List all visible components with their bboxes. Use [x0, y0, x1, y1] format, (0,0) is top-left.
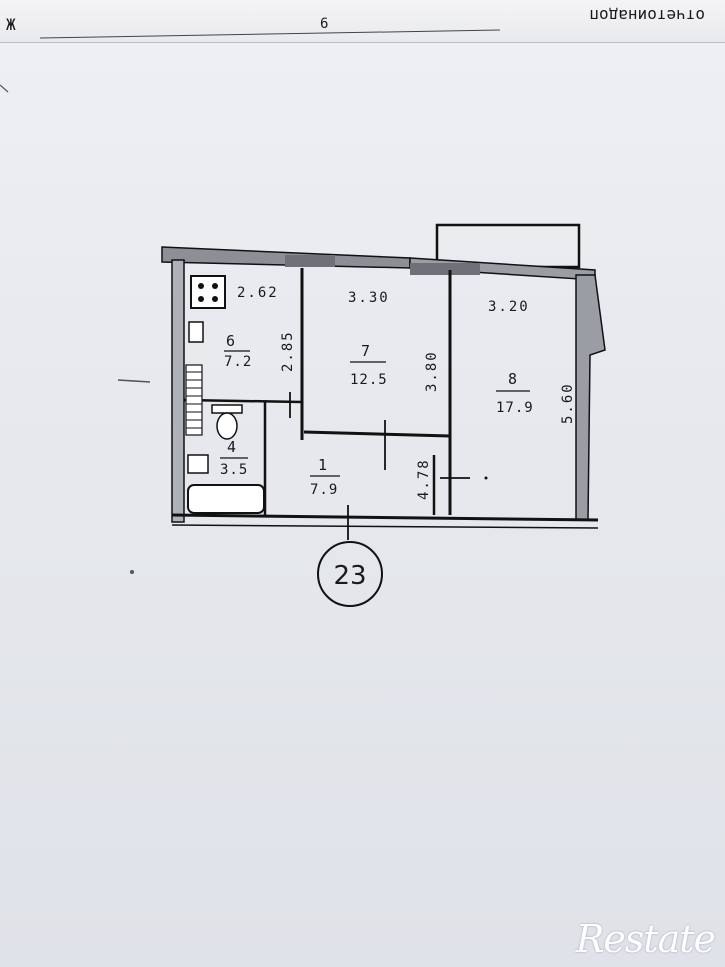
plan-number: 23 — [333, 561, 366, 591]
stove-burner — [198, 283, 204, 289]
room-4-area: 3.5 — [220, 462, 248, 478]
sink-icon — [188, 321, 204, 343]
room-4-number: 4 — [227, 438, 236, 456]
margin-mark — [117, 379, 151, 383]
room-7-number: 7 — [361, 342, 370, 360]
wall-room7-hall — [303, 430, 451, 438]
header-strip — [0, 0, 725, 43]
stove-burner — [198, 296, 204, 302]
room-8-width: 3.20 — [488, 299, 530, 315]
header-right-text: отчетоинадоп — [589, 6, 705, 25]
header-center-mark: 6 — [320, 16, 328, 32]
plan-number-circle — [317, 541, 383, 607]
room-7-width: 3.30 — [348, 290, 390, 306]
header-left-mark: Ж — [6, 15, 16, 34]
room-1-dim: 4.78 — [416, 458, 432, 500]
room-8-depth: 5.60 — [560, 382, 576, 424]
stove-burner — [212, 283, 218, 289]
wall-kitchen-bath — [183, 398, 303, 404]
bathtub-icon — [187, 484, 265, 514]
margin-mark — [0, 84, 9, 93]
header-rule — [39, 29, 501, 39]
radiator-icon — [185, 364, 203, 436]
room-6-width: 2.62 — [237, 285, 279, 301]
room-6-depth: 2.85 — [280, 330, 296, 372]
room-6-number: 6 — [226, 332, 235, 350]
room-1-number: 1 — [318, 456, 327, 474]
toilet-icon — [211, 404, 243, 440]
bottom-wall-inner — [171, 524, 599, 529]
room-8-number: 8 — [508, 370, 517, 388]
stove-burner — [212, 296, 218, 302]
room-7-depth: 3.80 — [424, 350, 440, 392]
washbasin-icon — [187, 454, 209, 474]
room-1-area: 7.9 — [310, 482, 338, 498]
watermark-logo: Restate — [575, 917, 716, 961]
margin-dot — [130, 570, 134, 574]
wall-hatch — [410, 263, 480, 275]
left-wall — [171, 259, 185, 523]
door-dot — [484, 476, 488, 480]
room-7-area: 12.5 — [350, 372, 388, 388]
right-wall — [575, 274, 606, 521]
bottom-wall — [171, 513, 599, 522]
room-8-area: 17.9 — [496, 400, 534, 416]
room-6-area: 7.2 — [224, 354, 252, 370]
stove-icon — [190, 275, 226, 309]
wall-hatch — [285, 255, 335, 267]
